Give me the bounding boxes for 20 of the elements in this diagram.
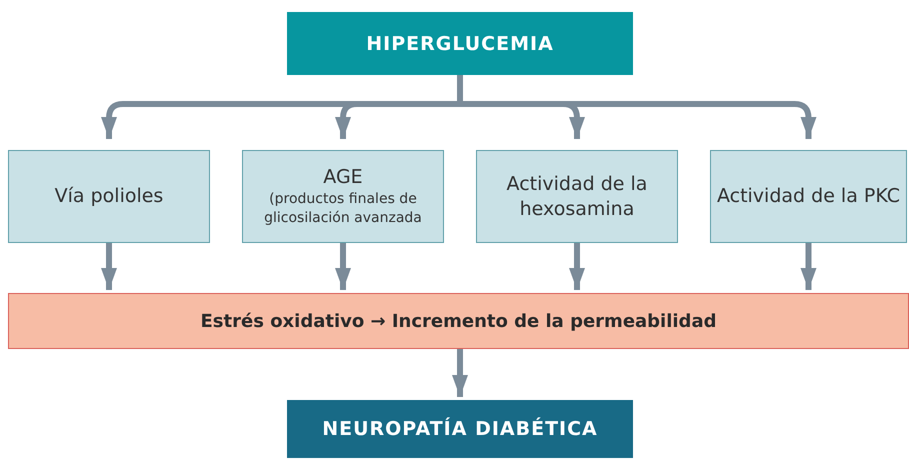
result-box: [287, 400, 633, 458]
process-box: [242, 150, 444, 243]
arrow: [569, 243, 585, 290]
arrow: [335, 243, 351, 290]
arrow: [452, 349, 468, 397]
outcome-band: [8, 293, 909, 349]
arrow: [101, 243, 117, 290]
process-box: [476, 150, 678, 243]
node-label: Actividad de la hexosamina: [506, 172, 648, 222]
node-label: Vía polioles: [54, 184, 164, 209]
node-label: Estrés oxidativo → Incremento de la permeabilidad: [200, 310, 716, 332]
node-label: NEUROPATÍA DIABÉTICA: [322, 418, 598, 440]
node-label: AGE: [323, 165, 363, 190]
title-box: [287, 12, 633, 75]
node-description: (productos finales de glicosilación avanzada: [263, 190, 423, 228]
node-label: HIPERGLUCEMIA: [366, 32, 554, 54]
process-box: [710, 150, 907, 243]
node-label: Actividad de la PKC: [716, 184, 900, 209]
process-box: [8, 150, 210, 243]
arrow: [800, 243, 816, 290]
